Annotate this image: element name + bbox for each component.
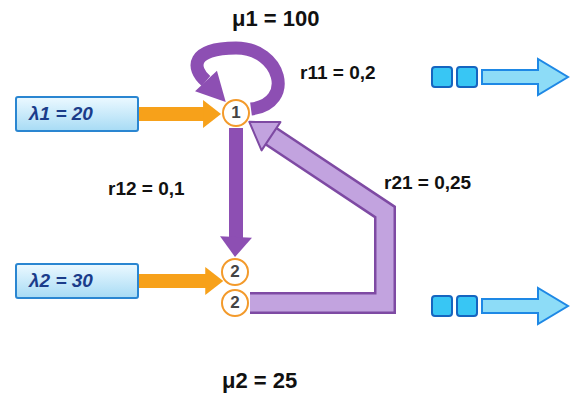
queue-circle: 2: [221, 258, 249, 286]
arrow-head: [195, 71, 226, 102]
arrival-box: λ2 = 30: [15, 263, 139, 299]
routing-label: r12 = 0,1: [108, 178, 185, 200]
routing-label: r11 = 0,2: [300, 62, 376, 84]
flow-arrow: [220, 128, 252, 257]
flow-arrow: [249, 122, 385, 303]
service-rate-label: μ1 = 100: [232, 6, 319, 32]
arrival-box: λ1 = 20: [15, 96, 139, 132]
queue-circle: 2: [221, 289, 249, 317]
node-text: λ1 = 20: [29, 103, 93, 124]
arrow-head: [249, 122, 280, 151]
flow-arrow: [139, 100, 221, 128]
arrow-head: [220, 236, 252, 257]
departure-arrow: [432, 288, 568, 324]
arrow-shaft: [250, 136, 385, 303]
node-text: λ2 = 30: [29, 270, 93, 291]
arrow-shaft: [139, 107, 204, 121]
service-rate-label: μ2 = 25: [222, 368, 297, 394]
routing-label: r21 = 0,25: [384, 172, 471, 194]
arrow-head: [203, 100, 221, 128]
node-text: 2: [230, 293, 239, 313]
departure-arrow: [432, 59, 568, 95]
arrow-shaft: [250, 136, 385, 303]
queue-circle: 1: [222, 99, 250, 127]
node-text: 2: [230, 262, 239, 282]
flow-arrow: [139, 267, 223, 295]
arrow-shaft: [229, 128, 243, 238]
arrow-shaft: [139, 274, 206, 288]
node-text: 1: [231, 103, 240, 123]
